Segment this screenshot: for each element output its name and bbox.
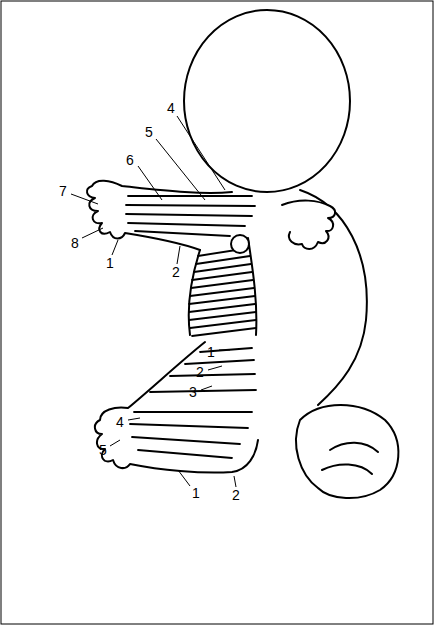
callout-number: 4 [116,415,124,429]
arm-stripes [126,196,255,236]
leader-lines [71,116,236,487]
callout-number: 6 [126,153,134,167]
callout-number: 4 [167,101,175,115]
foot-detail [322,443,378,474]
callout-number: 7 [59,184,67,198]
callout-number: 1 [192,486,200,500]
callout-number: 5 [99,443,107,457]
trunk-outline [189,238,257,335]
callout-number: 1 [106,256,114,270]
right-hand [282,201,335,249]
leg-stripes [130,348,256,458]
callout-number: 2 [172,265,180,279]
callout-number: 1 [207,345,215,359]
callout-number: 3 [189,385,197,399]
callout-number: 8 [71,236,79,250]
cord-circle [231,235,249,253]
callout-number: 2 [232,488,240,502]
foot-outline [296,405,398,498]
callout-number: 5 [145,125,153,139]
callout-number: 2 [196,365,204,379]
lower-limb [95,342,258,473]
trunk-stripes [189,248,256,336]
